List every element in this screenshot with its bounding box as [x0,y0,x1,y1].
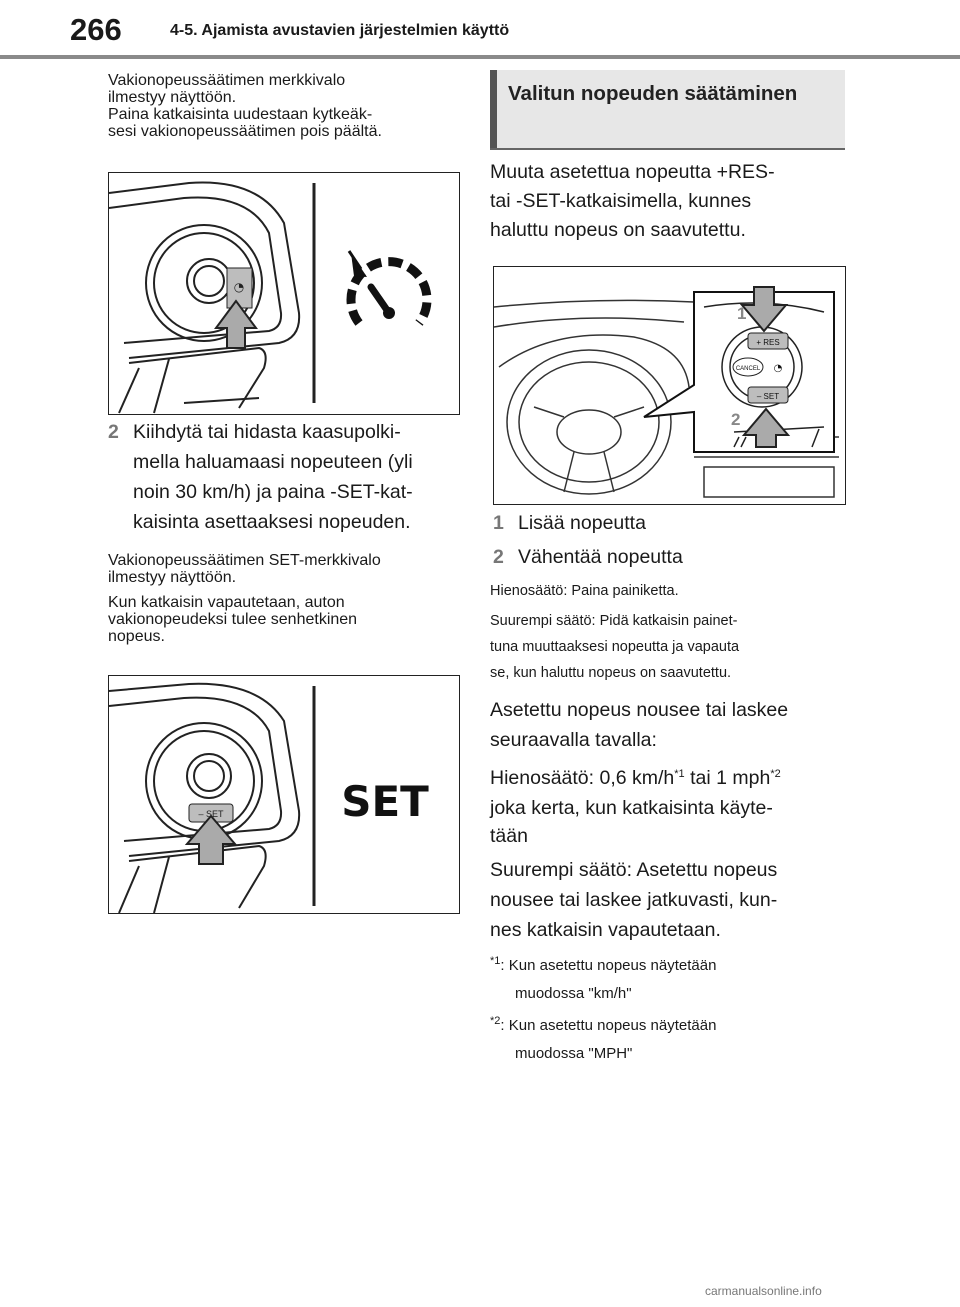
note-coarse-line-2: tuna muuttaaksesi nopeutta ja vapauta [490,639,740,655]
item-2-number: 2 [493,546,504,568]
right-intro-line-3: haluttu nopeus on saavutettu. [490,219,746,241]
footnote-ref-2: *2 [770,768,781,780]
step-2: 2 Kiihdytä tai hidasta kaasupolki- mella… [108,418,458,538]
footnote-1-line-2: muodossa "km/h" [515,985,632,1002]
fine-adjust-line-2: joka kerta, kun katkaisinta käyte- [490,797,773,819]
cancel-label: CANCEL [736,366,761,372]
section-title: 4-5. Ajamista avustavien järjestelmien k… [170,22,510,39]
set-indicator-text: SET [341,777,429,826]
step-2-line-2: mella haluamaasi nopeuteen (yli [133,451,413,473]
res-label: + RES [756,338,779,347]
footnote-2-mark: *2 [490,1015,501,1027]
left-after-line-3: Kun katkaisin vapautetaan, auton [108,594,345,611]
fine-adjust-prefix: Hienosäätö: 0,6 km/h [490,767,675,789]
footnote-2-line-1: : Kun asetettu nopeus näytetään [500,1017,717,1034]
step-2-line-4: kaisinta asettaaksesi nopeuden. [133,511,411,533]
left-intro-line-2: ilmestyy näyttöön. [108,89,237,106]
set-switch-label: – SET [198,809,224,819]
heading-text: Valitun nopeuden säätäminen [508,82,798,105]
figure-set-switch: – SET SET [108,675,460,914]
set-label: – SET [757,392,779,401]
item-2-text: Vähentää nopeutta [518,546,683,568]
coarse-line-2: nousee tai laskee jatkuvasti, kun- [490,889,778,911]
figure-res-set: + RES CANCEL ◔ – SET 1 2 [493,266,846,505]
cruise-control-icon [346,250,432,326]
left-intro-line-4: sesi vakionopeussäätimen pois päältä. [108,123,382,140]
body-line-1: Asetettu nopeus nousee tai laskee [490,699,789,721]
left-intro-line-3: Paina katkaisinta uudestaan kytkeäk- [108,106,373,123]
step-2-line-1: Kiihdytä tai hidasta kaasupolki- [133,421,401,443]
footnote-ref-1: *1 [674,768,685,780]
left-intro-line-1: Vakionopeussäätimen merkkivalo [108,72,346,89]
footnote-2: *2: Kun asetettu nopeus näytetään [490,1014,716,1037]
coarse-line-3: nes katkaisin vapautetaan. [490,919,721,941]
right-intro-line-1: Muuta asetettua nopeutta +RES- [490,161,775,183]
callout-1: 1 [737,304,746,323]
fine-adjust-middle: tai 1 mph [684,767,771,789]
item-2: 2 Vähentää nopeutta [493,543,843,573]
item-1: 1 Lisää nopeutta [493,509,843,539]
right-intro-line-2: tai -SET-katkaisimella, kunnes [490,190,752,212]
left-after-line-2: ilmestyy näyttöön. [108,569,237,586]
fine-adjust-line-3: tään [490,825,528,847]
figure-cruise-switch: ◔ [108,172,460,415]
watermark: carmanualsonline.info [705,1284,822,1298]
note-coarse-line-1: Suurempi säätö: Pidä katkaisin painet- [490,613,738,629]
coarse-line-1: Suurempi säätö: Asetettu nopeus [490,859,778,881]
left-after-line-1: Vakionopeussäätimen SET-merkkivalo [108,552,381,569]
footnote-1-line-1: : Kun asetettu nopeus näytetään [500,957,717,974]
svg-text:◔: ◔ [234,280,244,294]
note-fine: Hienosäätö: Paina painiketta. [490,583,679,599]
left-after-line-4: vakionopeudeksi tulee senhetkinen [108,611,358,628]
body-line-2: seuraavalla tavalla: [490,729,657,751]
note-coarse-line-3: se, kun haluttu nopeus on saavutettu. [490,665,732,681]
item-1-text: Lisää nopeutta [518,512,646,534]
footnote-2-line-2: muodossa "MPH" [515,1045,633,1062]
footnote-1-mark: *1 [490,955,501,967]
header-divider [0,55,960,59]
footnote-1: *1: Kun asetettu nopeus näytetään [490,954,716,977]
heading-bar [490,70,497,148]
left-after-line-5: nopeus. [108,628,165,645]
fine-adjust-line: Hienosäätö: 0,6 km/h*1 tai 1 mph*2 [490,764,781,793]
page-number: 266 [70,12,122,47]
callout-2: 2 [731,410,740,429]
section-heading: Valitun nopeuden säätäminen [490,70,845,150]
svg-text:◔: ◔ [774,363,783,374]
step-2-number: 2 [108,421,119,443]
step-2-line-3: noin 30 km/h) ja paina -SET-kat- [133,481,413,503]
item-1-number: 1 [493,512,504,534]
